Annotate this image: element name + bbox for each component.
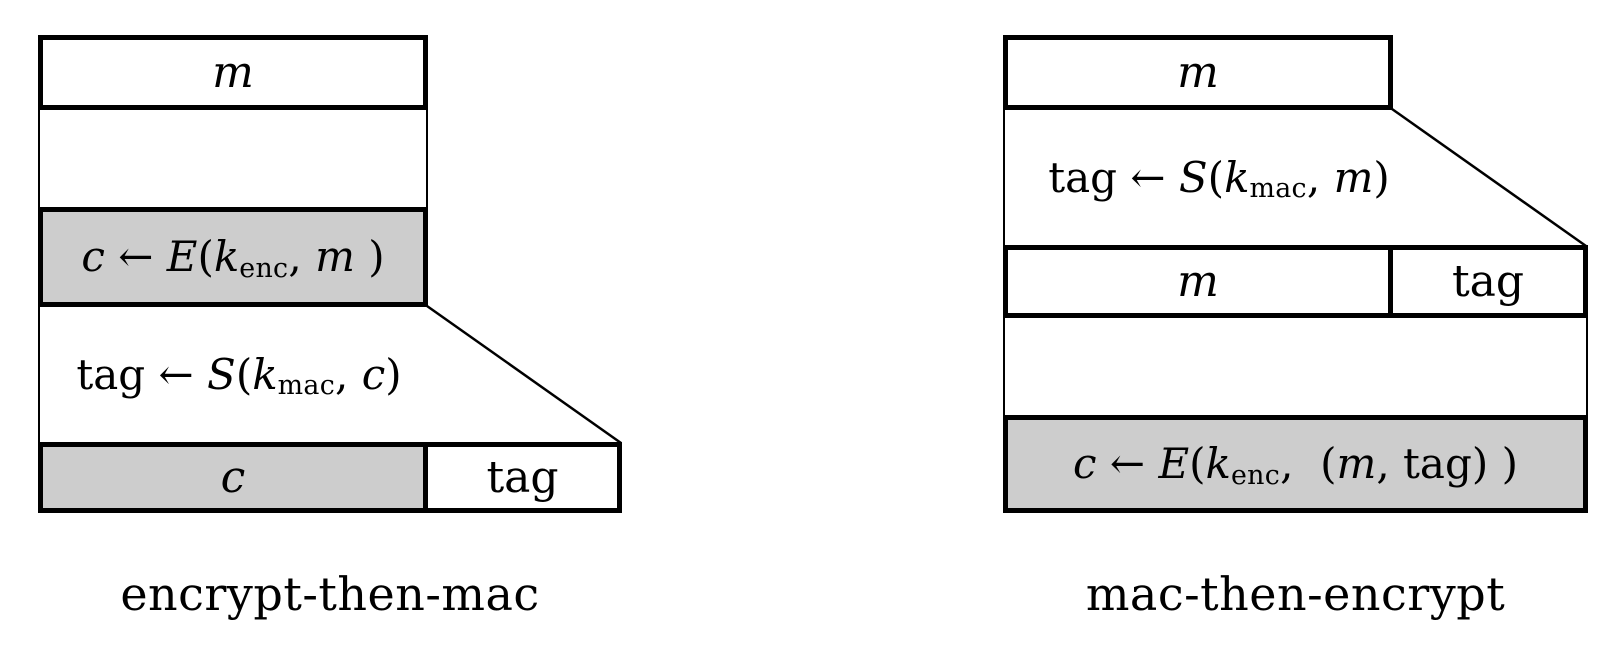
etm-encrypt-formula: c ← E(kenc, m )	[81, 232, 385, 284]
mte-concat-tag-label: tag	[1451, 255, 1525, 307]
mte-gap-region	[1003, 318, 1588, 415]
mte-message-label: m	[1177, 46, 1219, 98]
mte-concat-tag-cell: tag	[1393, 245, 1588, 318]
mte-encrypt-box: c ← E(kenc, (m, tag) )	[1003, 415, 1588, 513]
etm-output-cipher-cell: c	[38, 442, 428, 513]
mte-mac-formula: tag ← S(kmac, m)	[1048, 152, 1390, 205]
etm-message-label: m	[212, 46, 254, 98]
etm-mac-region: tag ← S(kmac, c)	[38, 307, 438, 442]
etm-diagonal-line	[426, 304, 622, 445]
etm-encrypt-box: c ← E(kenc, m )	[38, 207, 428, 307]
mte-caption: mac-then-encrypt	[1085, 567, 1506, 621]
etm-output-cipher-label: c	[220, 451, 246, 503]
etm-mac-formula: tag ← S(kmac, c)	[76, 349, 402, 402]
mte-concat-message-cell: m	[1003, 245, 1393, 318]
etm-output-tag-cell: tag	[428, 442, 622, 513]
etm-message-box: m	[38, 35, 428, 110]
mte-encrypt-formula: c ← E(kenc, (m, tag) )	[1073, 439, 1518, 491]
mte-message-box: m	[1003, 35, 1393, 110]
mte-mac-region: tag ← S(kmac, m)	[1003, 110, 1433, 245]
etm-gap-region	[38, 110, 428, 207]
etm-caption: encrypt-then-mac	[120, 567, 540, 621]
etm-output-tag-label: tag	[486, 451, 559, 503]
mte-concat-message-label: m	[1177, 255, 1219, 307]
